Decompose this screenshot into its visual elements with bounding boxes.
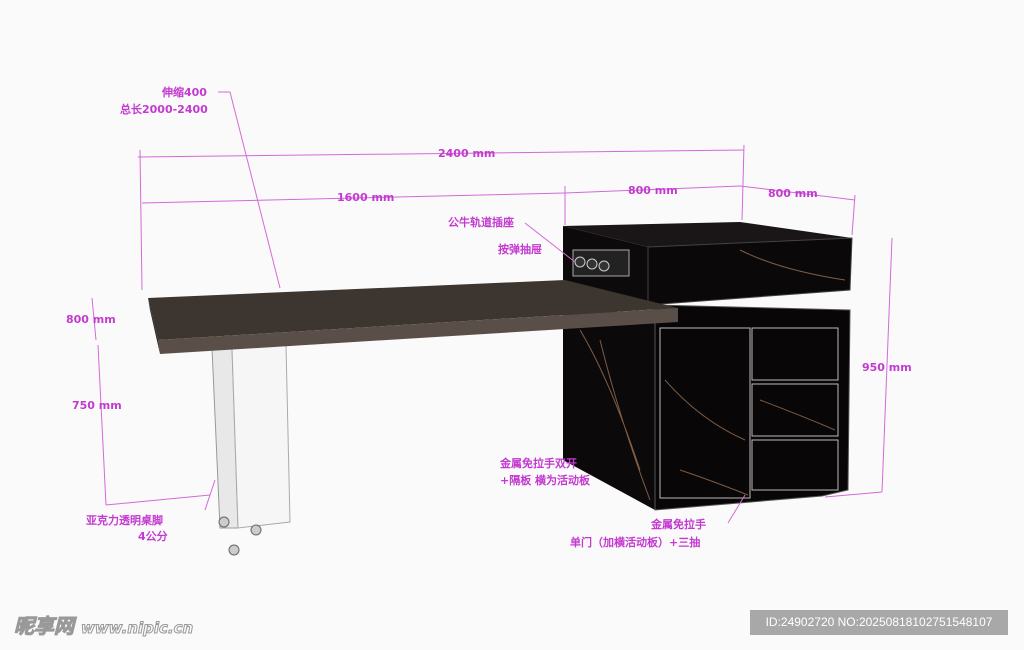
- desktop-top: [148, 280, 678, 354]
- watermark-site: www.nipic.cn: [80, 619, 194, 638]
- watermark: 昵享网 www.nipic.cn: [14, 610, 194, 639]
- socket-label: 公牛轨道插座: [448, 215, 514, 229]
- annotations: 伸缩400 总长2000-2400 2400 mm 1600 mm 800 mm…: [66, 85, 912, 549]
- leg-label-1: 亚克力透明桌脚: [86, 513, 163, 527]
- dim-2400-label: 2400 mm: [438, 147, 495, 160]
- watermark-logo: 昵享网: [14, 614, 75, 639]
- telescopic-label: 伸缩400: [161, 85, 207, 99]
- power-socket-icon: [572, 249, 630, 277]
- dim-1600-label: 1600 mm: [337, 191, 394, 204]
- dim-800-side-label: 800 mm: [768, 187, 818, 200]
- double-door-label-2: +隔板 横为活动板: [500, 473, 591, 487]
- dim-800-depth-label: 800 mm: [66, 313, 116, 326]
- dim-750-label: 750 mm: [72, 399, 122, 412]
- dimension-lines: [91, 91, 893, 524]
- dim-950-label: 950 mm: [862, 361, 912, 374]
- single-door-label-2: 单门（加横活动板）+三抽: [570, 535, 700, 549]
- push-drawer-label: 按弹抽屉: [498, 242, 542, 256]
- acrylic-leg: [211, 344, 291, 556]
- image-id-badge: ID:24902720 NO:20250818102751548107: [750, 610, 1008, 635]
- single-door-label-1: 金属免拉手: [650, 517, 706, 531]
- marble-cabinet: [563, 222, 853, 511]
- leg-label-2: 4公分: [138, 529, 168, 543]
- total-length-label: 总长2000-2400: [120, 102, 208, 116]
- dim-800-top-label: 800 mm: [628, 184, 678, 197]
- double-door-label-1: 金属免拉手双开: [499, 456, 577, 470]
